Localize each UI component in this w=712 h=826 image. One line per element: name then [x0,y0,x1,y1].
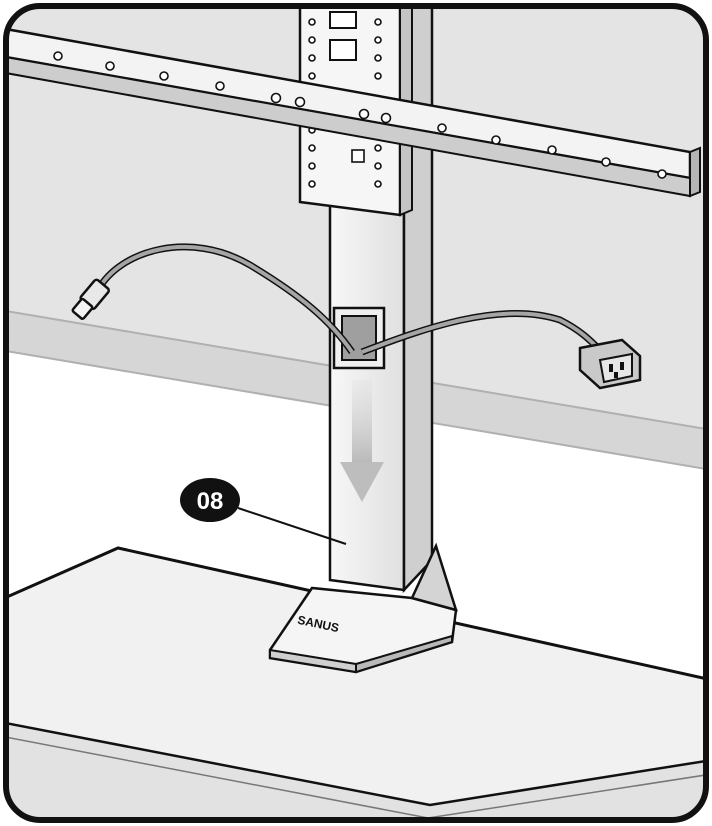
rail-holes [53,51,667,179]
frame-border [3,3,709,823]
down-arrow-icon [340,380,384,502]
base-plate-side [6,722,706,820]
power-plug-icon [578,338,642,390]
bracket-holes [308,18,382,188]
hdmi-plug-icon [71,278,110,320]
callout-leader [237,507,347,545]
callout-label: 08 [197,488,224,515]
callout-badge: 08 [180,478,240,522]
